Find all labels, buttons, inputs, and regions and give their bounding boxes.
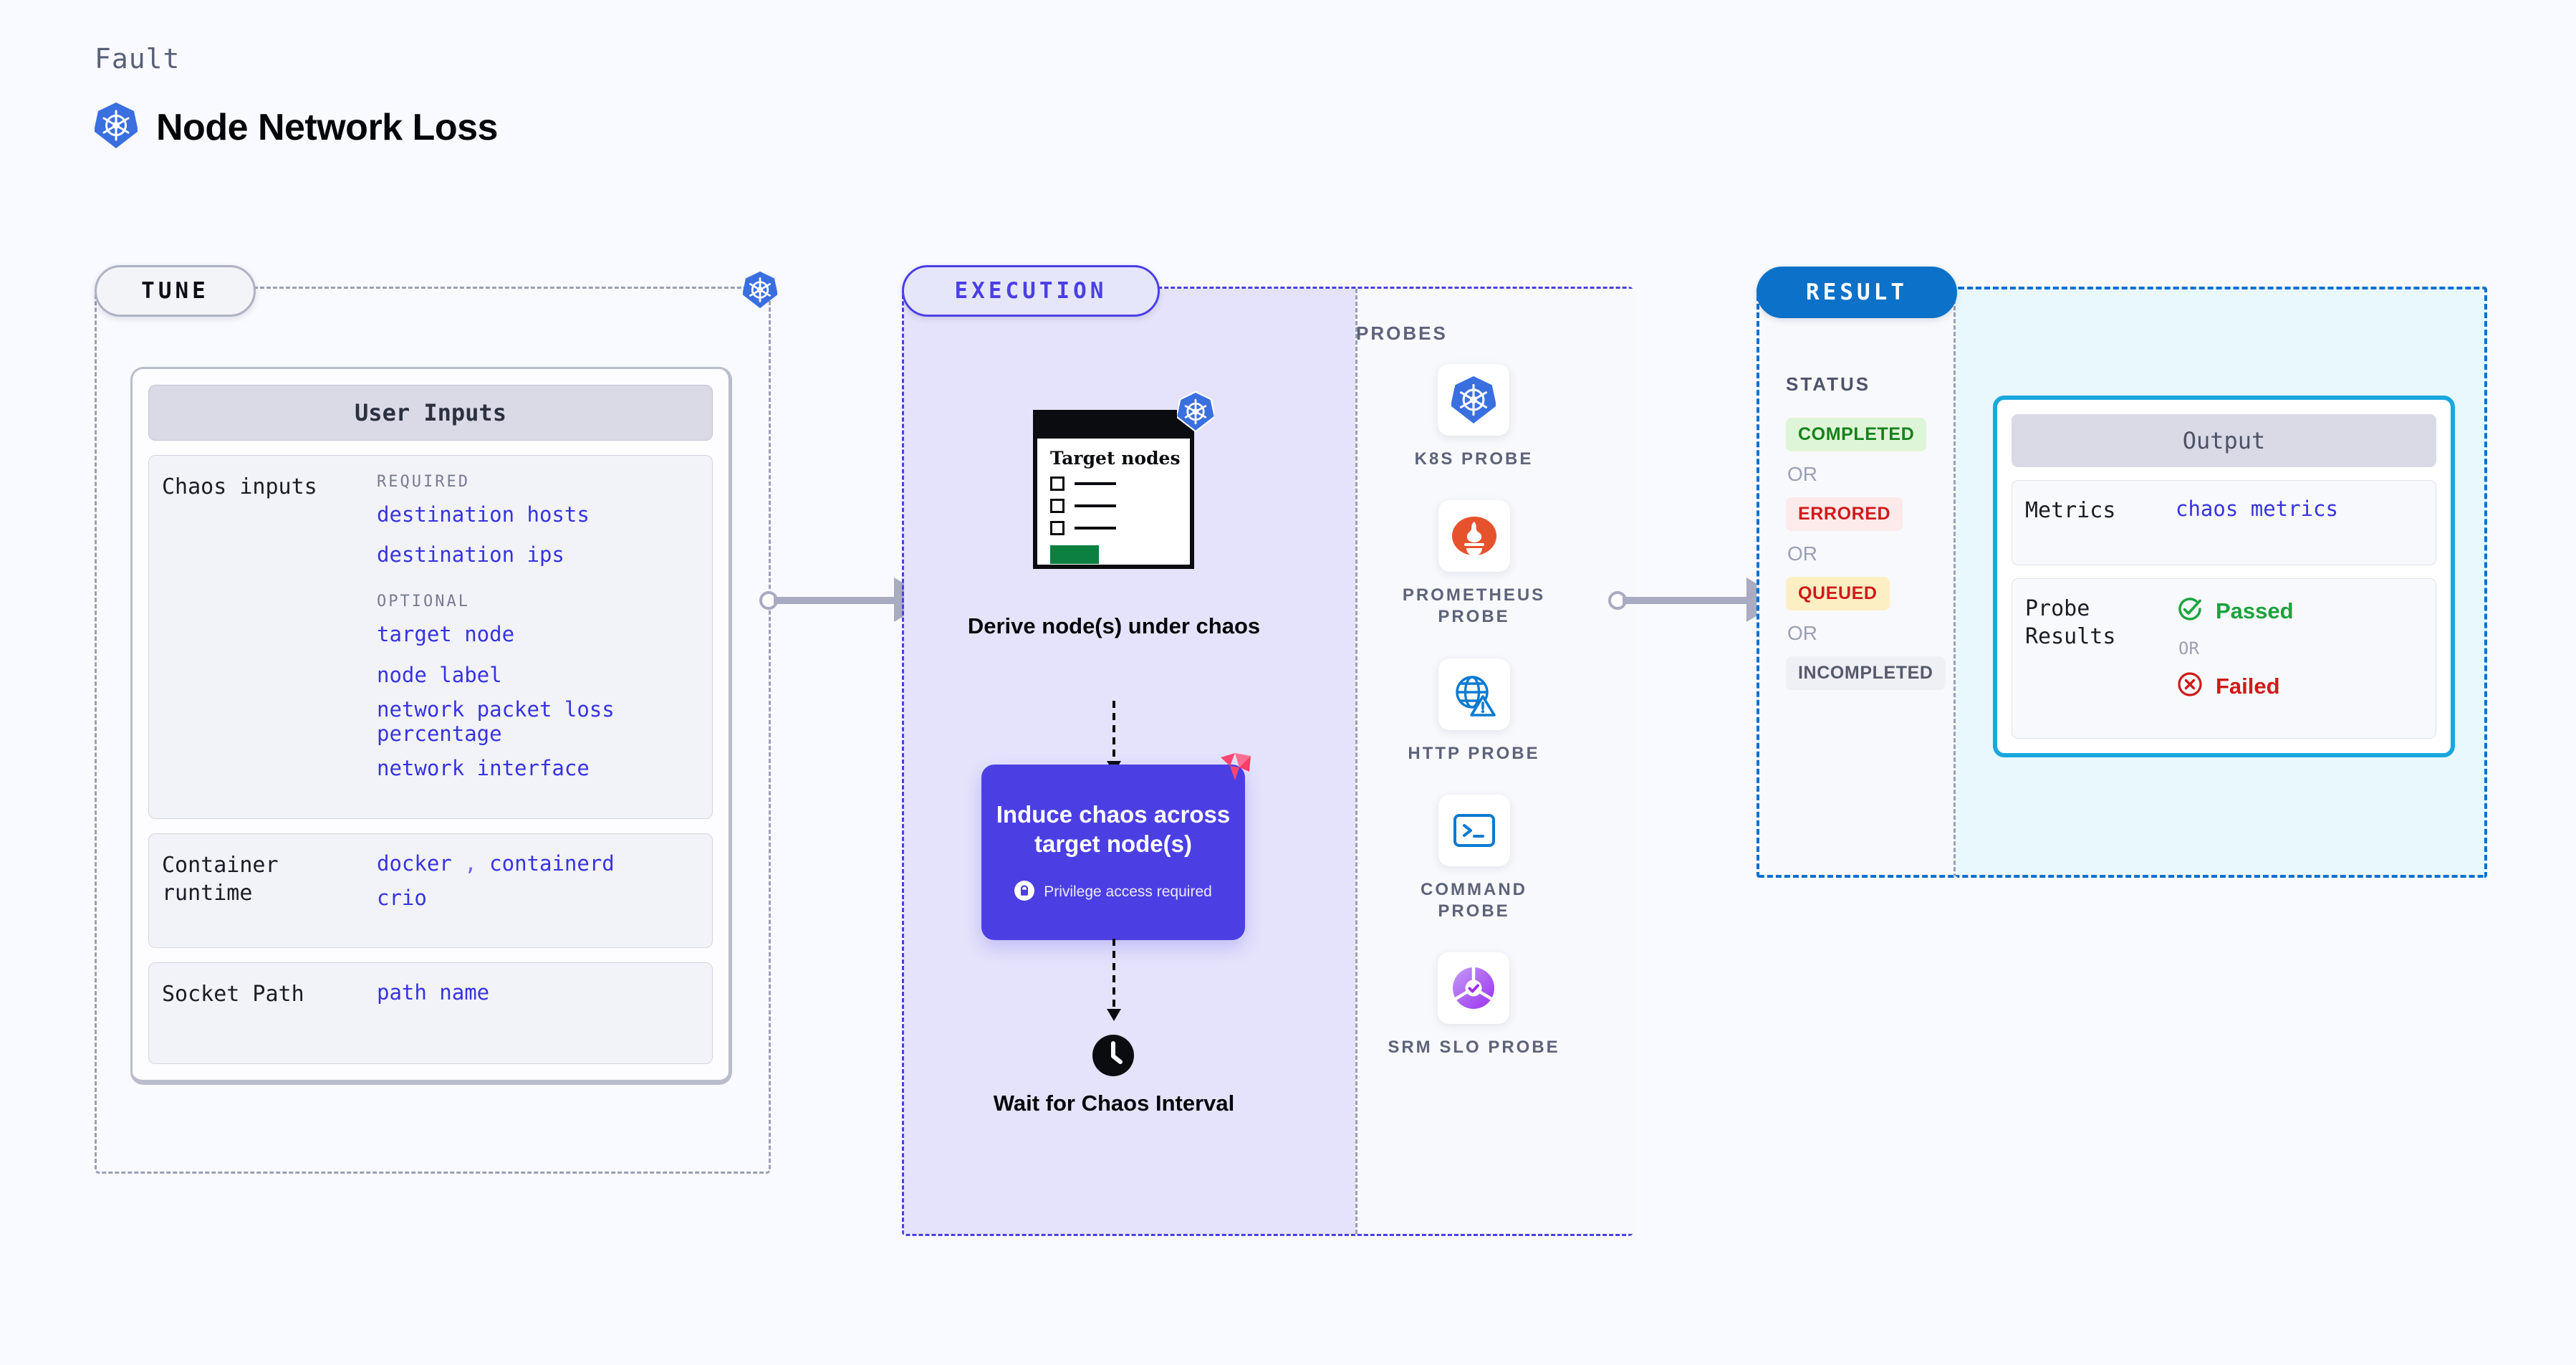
group-heading-required: REQUIRED: [377, 473, 470, 491]
probe-results-label: Probe Results: [2025, 596, 2116, 649]
page-title: Node Network Loss: [156, 106, 498, 148]
output-title: Output: [2012, 414, 2436, 467]
status-badge-completed[interactable]: COMPLETED: [1786, 418, 1927, 451]
or-label: OR: [1787, 542, 1817, 565]
socket-path-value[interactable]: path name: [377, 980, 490, 1005]
passed-label: Passed: [2216, 598, 2294, 623]
induce-chaos-box: Induce chaos across target node(s) Privi…: [981, 753, 1251, 940]
probe-label: HTTP PROBE: [1408, 743, 1540, 763]
status-badge-errored[interactable]: ERRORED: [1786, 497, 1903, 531]
probes-title: PROBES: [1356, 322, 1448, 344]
induce-chaos-label: Induce chaos across target node(s): [996, 801, 1231, 857]
verdict-failed: Failed: [2176, 670, 2294, 702]
probe-command[interactable]: COMMAND PROBE: [1383, 794, 1565, 922]
verdict-passed: Passed: [2176, 595, 2294, 627]
flow-arrow-down: [1107, 701, 1121, 773]
slo-gauge-icon: [1438, 952, 1510, 1025]
probe-label: K8S PROBE: [1414, 449, 1534, 469]
kubernetes-icon: [1438, 364, 1510, 436]
input-block-container-runtime: Container runtime docker , containerd cr…: [148, 833, 713, 948]
probes-panel: [1355, 289, 1635, 1234]
stage-badge-tune[interactable]: TUNE: [95, 265, 256, 317]
status-badge-queued[interactable]: QUEUED: [1786, 577, 1890, 610]
x-circle-icon: [2176, 670, 2204, 702]
probe-label: PROMETHEUS PROBE: [1402, 585, 1546, 627]
output-row-metrics: Metrics chaos metrics: [2012, 480, 2436, 565]
input-item[interactable]: network interface: [377, 756, 590, 781]
status-title: STATUS: [1786, 373, 1871, 395]
execution-region: [902, 287, 1635, 1236]
group-heading-optional: OPTIONAL: [377, 593, 470, 611]
probe-http[interactable]: HTTP PROBE: [1408, 658, 1539, 765]
user-inputs-title: User Inputs: [148, 385, 713, 441]
metrics-label: Metrics: [2025, 498, 2116, 523]
globe-warning-icon: [1438, 658, 1510, 730]
stage-badge-execution[interactable]: EXECUTION: [902, 265, 1160, 317]
flow-arrow-down: [1107, 939, 1121, 1021]
checkbox-icon[interactable]: [1050, 476, 1064, 491]
input-block-chaos-inputs: Chaos inputs REQUIRED destination hosts …: [148, 455, 713, 819]
page-header: Fault Node Network Loss: [94, 43, 498, 153]
metrics-value[interactable]: chaos metrics: [2176, 497, 2338, 521]
check-circle-icon: [2176, 595, 2204, 627]
derive-nodes-card: Target nodes: [1033, 391, 1216, 569]
probe-label: SRM SLO PROBE: [1388, 1038, 1560, 1058]
lock-icon: [1014, 880, 1035, 904]
input-item[interactable]: destination hosts: [377, 502, 590, 527]
derive-window-title: Target nodes: [1050, 448, 1181, 469]
checkbox-row: [1050, 520, 1190, 535]
user-inputs-card: User Inputs Chaos inputs REQUIRED destin…: [130, 367, 732, 1086]
value-separator: ,: [464, 851, 477, 876]
probe-prometheus[interactable]: PROMETHEUS PROBE: [1383, 500, 1565, 628]
wait-caption: Wait for Chaos Interval: [993, 1091, 1235, 1116]
privilege-badge: Privilege access required: [1014, 880, 1212, 904]
runtime-value[interactable]: docker: [377, 851, 452, 876]
probe-label: COMMAND PROBE: [1421, 879, 1527, 921]
or-label: OR: [1787, 622, 1817, 644]
checkbox-row: [1050, 476, 1190, 491]
failed-label: Failed: [2216, 673, 2280, 699]
prometheus-icon: [1438, 500, 1510, 573]
litmus-icon: [1218, 752, 1255, 787]
clock-icon: [1092, 1034, 1135, 1081]
kubernetes-icon: [742, 271, 778, 312]
privilege-label: Privilege access required: [1044, 883, 1212, 901]
stage-badge-result[interactable]: RESULT: [1756, 267, 1957, 318]
input-block-label: Socket Path: [162, 981, 304, 1007]
line-placeholder: [1075, 504, 1116, 507]
probe-k8s[interactable]: K8S PROBE: [1415, 364, 1534, 470]
derive-caption: Derive node(s) under chaos: [967, 613, 1261, 638]
checkbox-row: [1050, 498, 1190, 513]
title-row: Node Network Loss: [94, 102, 498, 153]
terminal-icon: [1438, 794, 1510, 866]
or-label: OR: [2178, 638, 2199, 658]
tune-region: [95, 287, 771, 1174]
green-chip: [1050, 545, 1099, 564]
line-placeholder: [1075, 482, 1116, 485]
or-label: OR: [1787, 463, 1817, 485]
line-placeholder: [1075, 526, 1116, 530]
input-block-label: Chaos inputs: [162, 474, 317, 499]
input-item[interactable]: network packet loss percentage: [377, 696, 615, 747]
kubernetes-icon: [1176, 391, 1216, 436]
input-block-label: Container runtime: [162, 852, 279, 906]
checkbox-icon[interactable]: [1050, 520, 1064, 535]
input-item[interactable]: target node: [377, 622, 515, 647]
probes-list: K8S PROBE PROMETHEUS PROBE: [1383, 364, 1565, 1059]
output-card: Output Metrics chaos metrics Probe Resul…: [1993, 396, 2455, 757]
output-row-probe-results: Probe Results Passed OR: [2012, 578, 2436, 739]
input-block-socket-path: Socket Path path name: [148, 962, 713, 1065]
probe-srm-slo[interactable]: SRM SLO PROBE: [1388, 952, 1559, 1058]
window-titlebar: [1037, 414, 1190, 439]
status-badge-incompleted[interactable]: INCOMPLETED: [1786, 656, 1946, 690]
runtime-value[interactable]: containerd: [489, 851, 615, 876]
input-item[interactable]: destination ips: [377, 542, 564, 567]
status-list: COMPLETED OR ERRORED OR QUEUED OR INCOMP…: [1786, 418, 1946, 690]
runtime-value[interactable]: crio: [377, 885, 427, 910]
input-item[interactable]: node label: [377, 662, 502, 687]
checkbox-icon[interactable]: [1050, 498, 1064, 513]
kubernetes-icon: [94, 102, 138, 153]
fault-kicker: Fault: [95, 43, 181, 75]
